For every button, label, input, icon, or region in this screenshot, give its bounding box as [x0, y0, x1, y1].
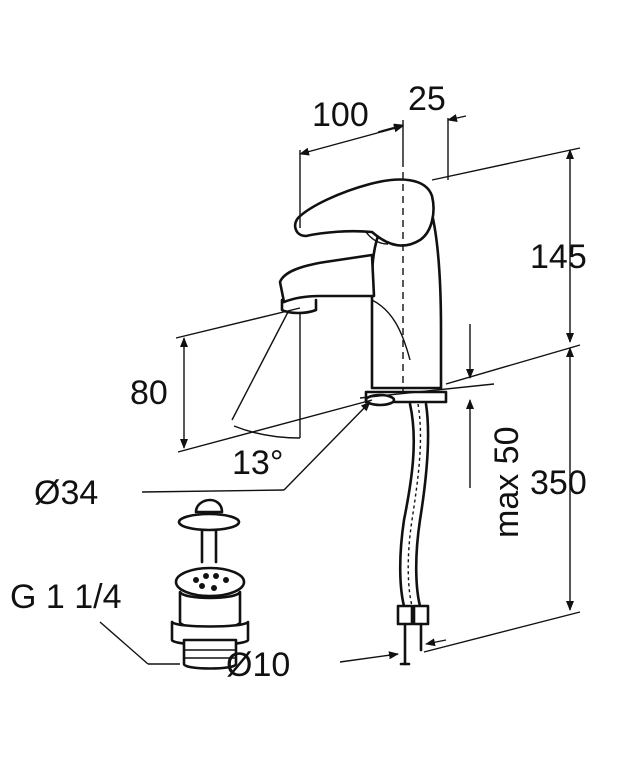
dimension-145: 145 [530, 238, 587, 276]
dimension-100: 100 [312, 96, 369, 134]
dimension-diameter-34: Ø34 [34, 474, 98, 512]
dimension-thread-g114: G 1 1/4 [10, 578, 122, 616]
dimension-max-50: max 50 [488, 427, 526, 539]
dimension-lines [99, 114, 581, 665]
dimension-350: 350 [530, 464, 587, 502]
drain-assembly [170, 498, 250, 670]
dimension-diameter-10: Ø10 [226, 646, 290, 684]
angle-13: 13° [232, 444, 283, 482]
dimension-25: 25 [408, 80, 446, 118]
dimension-80: 80 [130, 374, 168, 412]
flexible-hoses [396, 402, 430, 666]
strainer-holes [193, 573, 229, 591]
faucet-body [278, 160, 448, 407]
